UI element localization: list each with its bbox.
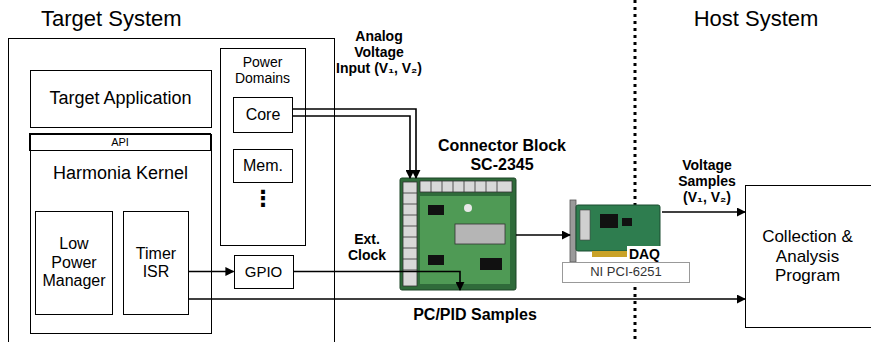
module-box-text: Timer ISR — [127, 245, 185, 282]
domain-box: Core — [233, 97, 293, 133]
connector-block-picture — [400, 178, 516, 290]
daq-card: DAQ — [570, 200, 662, 262]
signal-arrow — [294, 272, 461, 291]
card-connector — [580, 210, 590, 240]
component — [464, 204, 472, 212]
signal-label: Ext. Clock — [336, 231, 398, 263]
domain-box: Mem. — [233, 149, 293, 183]
kernel-box: Harmonia Kernel API Low Power Manager Timer… — [30, 134, 212, 334]
card-board — [576, 205, 660, 251]
part-number-box: NI PCI-6251 — [562, 262, 690, 283]
api-strip: API — [29, 133, 211, 151]
process-box: Target Application — [30, 70, 212, 128]
signal-arrow — [516, 234, 570, 236]
ribbon-connector — [455, 224, 505, 244]
system-boundary-text: Target System — [41, 6, 182, 31]
system-boundary: Target SystemTarget ApplicationHarmonia … — [8, 38, 335, 342]
chip — [480, 258, 502, 270]
domain-box-text: Mem. — [243, 157, 283, 175]
chip — [622, 218, 632, 226]
system-divider — [634, 0, 637, 342]
domain-group: Power DomainsCoreMem. — [220, 48, 306, 246]
module-box: Timer ISR — [123, 211, 189, 315]
kernel-box-text: Harmonia Kernel — [53, 163, 188, 184]
terminal-strip — [420, 181, 512, 192]
program-box: Collection & Analysis Program — [745, 185, 871, 328]
program-box-text: Collection & Analysis Program — [749, 227, 866, 286]
gpio-box: GPIO — [234, 255, 294, 289]
part-number-box-text: NI PCI-6251 — [590, 265, 662, 280]
signal-arrow — [189, 298, 745, 300]
chip — [428, 205, 444, 215]
signal-arrow — [293, 109, 416, 178]
card-bracket — [570, 200, 576, 262]
signal-label: Analog Voltage Input (V₁, V₂) — [336, 28, 422, 76]
ellipsis-mark: ⋮ — [251, 186, 275, 211]
chip — [428, 255, 444, 265]
module-box-text: Low Power Manager — [39, 235, 109, 290]
daq-card-text: DAQ — [627, 246, 662, 262]
connector-block: Connector Block SC-2345 — [400, 178, 516, 290]
module-box: Low Power Manager — [35, 211, 113, 315]
signal-label: Voltage Samples (V₁, V₂) — [668, 157, 746, 205]
domain-group-text: Power Domains — [224, 54, 302, 86]
board — [400, 178, 516, 290]
connector-block-text: Connector Block SC-2345 — [424, 137, 580, 174]
domain-box-text: Core — [246, 106, 281, 124]
api-strip-text: API — [111, 136, 129, 149]
signal-arrow — [293, 116, 410, 178]
signal-label: PC/PID Samples — [400, 306, 550, 324]
chip — [600, 214, 618, 228]
system-heading: Host System — [676, 6, 836, 31]
process-box-text: Target Application — [49, 88, 191, 109]
signal-arrow — [662, 211, 745, 213]
gpio-box-text: GPIO — [245, 263, 283, 280]
